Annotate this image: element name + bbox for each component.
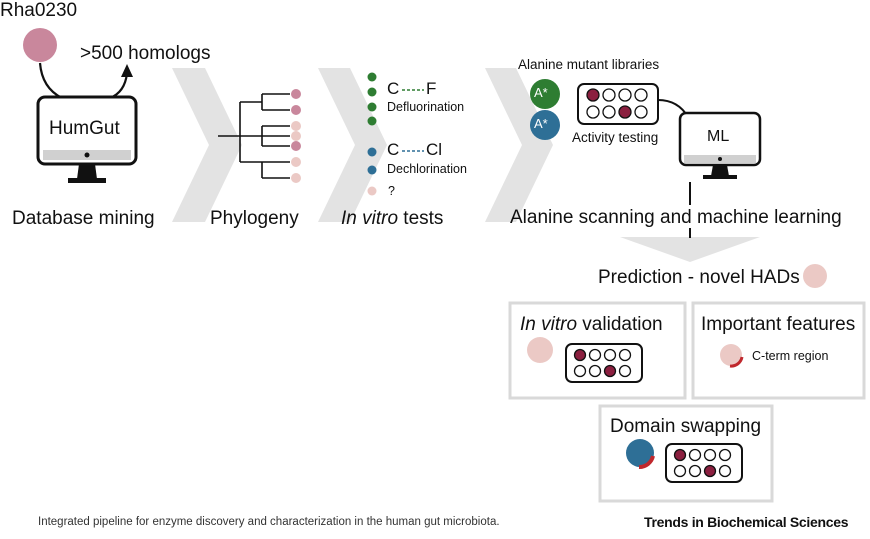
cterm-circle [720,344,742,366]
validation-italic: In vitro [520,314,578,335]
figure-caption: Integrated pipeline for enzyme discovery… [38,516,500,528]
step-database-mining: Database mining [12,208,155,229]
validation-plate [565,343,643,383]
chevron-arrow-2 [318,68,387,222]
rha0230-circle [23,28,57,62]
validation-circle [527,337,553,363]
cf-f-label: F [426,79,437,98]
activity-testing-label: Activity testing [572,130,659,145]
humgut-monitor [36,95,138,183]
ml-label: ML [707,128,730,145]
swap-arc [638,455,655,469]
down-arrow [620,237,760,262]
homolog-arrowhead [121,64,133,77]
phylogeny-tree [218,93,290,179]
step-phylogeny: Phylogeny [210,208,299,229]
cf-c-label: C [387,79,400,98]
ccl-cl-label: Cl [426,140,443,159]
cterm-arc [729,356,744,368]
step-invitro-rest: tests [398,208,444,229]
mutant-circle-green [530,79,560,109]
novel-had-circle [803,264,827,288]
alanine-libraries-label: Alanine mutant libraries [518,57,660,72]
invitro-dots [367,72,377,196]
journal-brand: Trends in Biochemical Sciences [644,514,849,530]
swap-plate [665,443,743,483]
phylogeny-leaves [291,89,301,183]
domain-swapping-title: Domain swapping [610,416,762,437]
ml-monitor [678,111,762,179]
database-name: HumGut [49,118,120,139]
cterm-label: C-term region [752,349,829,363]
homologs-label: >500 homologs [80,43,211,64]
defluorination-label: Defluorination [387,100,465,114]
connector-line [38,62,63,99]
step-invitro-tests: In vitro tests [341,208,443,230]
step-alanine-ml: Alanine scanning and machine learning [510,207,842,228]
ccl-c-label: C [387,140,400,159]
mutant-label-green: A* [534,85,548,100]
step-invitro-italic: In vitro [341,208,399,229]
enzyme-label: Rha0230 [0,0,78,21]
chevron-arrow-1 [172,68,242,222]
dechlorination-label: Dechlorination [387,162,467,176]
mutant-circle-blue [530,110,560,140]
unknown-mark: ? [388,184,395,198]
validation-rest: validation [577,314,663,335]
prediction-label: Prediction - novel HADs [598,267,800,288]
validation-title: In vitro validation [520,314,663,336]
activity-plate [577,83,659,125]
chevron-arrow-3 [485,68,553,222]
mutant-label-blue: A* [534,116,548,131]
swap-circle [626,439,654,467]
important-features-title: Important features [701,314,856,335]
